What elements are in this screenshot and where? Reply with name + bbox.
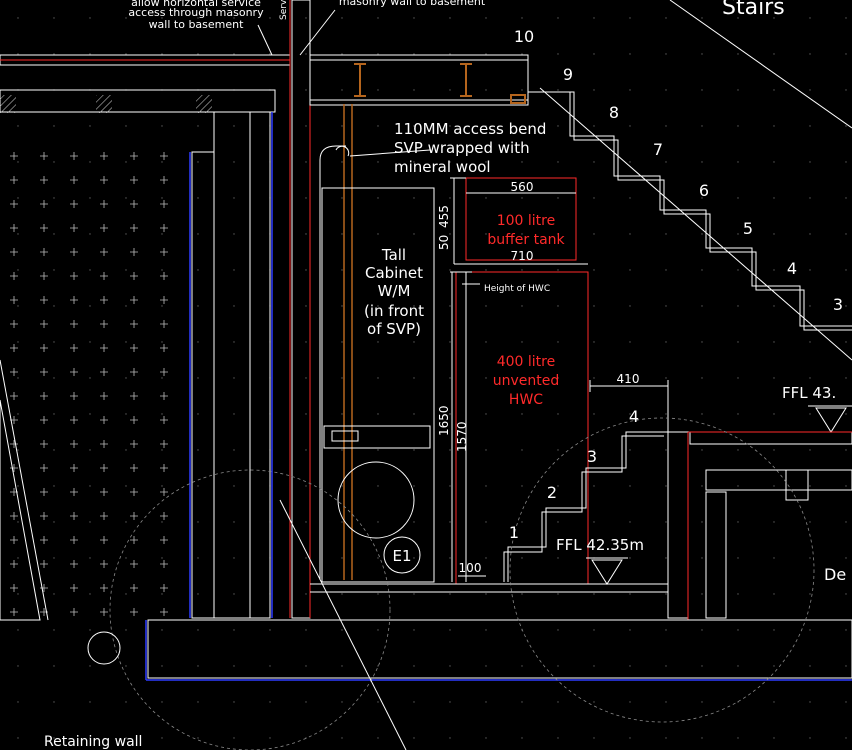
top-note-line-3: wall to basement — [149, 18, 245, 31]
dim-410: 410 — [617, 372, 640, 386]
cabinet-line-2: Cabinet — [365, 264, 423, 282]
serv-label: Serv — [279, 0, 289, 20]
svp-note-line-3: mineral wool — [394, 158, 491, 176]
step-number: 5 — [743, 219, 753, 238]
annotations: allow horizontal service access through … — [44, 0, 846, 750]
hwc-line-1: 400 litre — [497, 354, 556, 370]
step-number: 3 — [833, 295, 843, 314]
de-label: De — [824, 565, 846, 584]
cabinet-line-4: (in front — [364, 302, 424, 320]
hwc-height-label: Height of HWC — [484, 284, 550, 294]
svp-pipe — [319, 145, 346, 580]
step-numbers: 10 9 8 7 6 5 4 3 4 3 2 1 — [509, 27, 843, 542]
detail-circle-right — [509, 417, 815, 723]
masonry-wall-right — [249, 111, 271, 619]
cabinet-line-5: of SVP) — [367, 320, 421, 338]
stairs-label: Stairs — [722, 0, 785, 20]
step-number: 9 — [563, 65, 573, 84]
foundation-slab — [147, 619, 852, 679]
hwc-line-2: unvented — [493, 373, 560, 389]
lower-stairs — [507, 431, 668, 582]
ffl-upper-label: FFL 43. — [782, 384, 836, 402]
top-note-line-2: access through masonry — [128, 6, 264, 19]
retaining-zone — [0, 399, 41, 621]
step-number: 8 — [609, 103, 619, 122]
ffl-lower-label: FFL 42.35m — [556, 536, 644, 554]
retaining-wall-marker — [87, 631, 121, 665]
detail-circle-left — [109, 469, 391, 750]
step-number: 4 — [787, 259, 797, 278]
e1-marker — [383, 536, 421, 574]
dim-50: 50 — [437, 235, 451, 250]
top-note-line-1: allow horizontal service — [131, 0, 261, 9]
tall-cabinet — [321, 187, 435, 583]
washing-machine-panel — [323, 425, 431, 449]
step-number: 2 — [547, 483, 557, 502]
top-note-right: masonry wall to basement — [339, 0, 486, 8]
dim-1650: 1650 — [437, 405, 451, 436]
floor-joists — [309, 54, 529, 106]
buffer-tank — [465, 177, 577, 261]
buffer-tank-line-1: 100 litre — [497, 213, 556, 229]
step-number: 10 — [514, 27, 534, 46]
upper-stairs — [528, 91, 852, 331]
dim-100: 100 — [459, 561, 482, 575]
dim-560: 560 — [511, 180, 534, 194]
step-number: 6 — [699, 181, 709, 200]
cabinet-line-3: W/M — [378, 282, 411, 300]
right-slab — [705, 469, 852, 491]
top-slab — [0, 89, 276, 113]
timber-joists — [354, 63, 526, 104]
step-number: 7 — [653, 140, 663, 159]
step-number: 1 — [509, 523, 519, 542]
earth-fill — [0, 150, 190, 620]
right-wall — [705, 491, 727, 619]
svp-note-line-2: SVP wrapped with — [394, 139, 530, 157]
ffl-upper-marker — [815, 407, 847, 433]
washing-machine-drum — [337, 461, 415, 539]
step-number: 3 — [587, 447, 597, 466]
step-number: 4 — [629, 407, 639, 426]
hwc-line-3: HWC — [509, 392, 543, 408]
retaining-wall-label: Retaining wall — [44, 734, 142, 750]
svp-note-line-1: 110MM access bend — [394, 120, 546, 138]
dim-1570: 1570 — [455, 421, 469, 452]
e1-label: E1 — [392, 547, 411, 565]
cabinet-line-1: Tall — [381, 246, 406, 264]
buffer-tank-line-2: buffer tank — [487, 232, 565, 248]
dim-710: 710 — [511, 249, 534, 263]
dim-455: 455 — [437, 205, 451, 228]
dimension-lines — [450, 177, 669, 582]
ffl-lower-marker — [591, 559, 623, 585]
